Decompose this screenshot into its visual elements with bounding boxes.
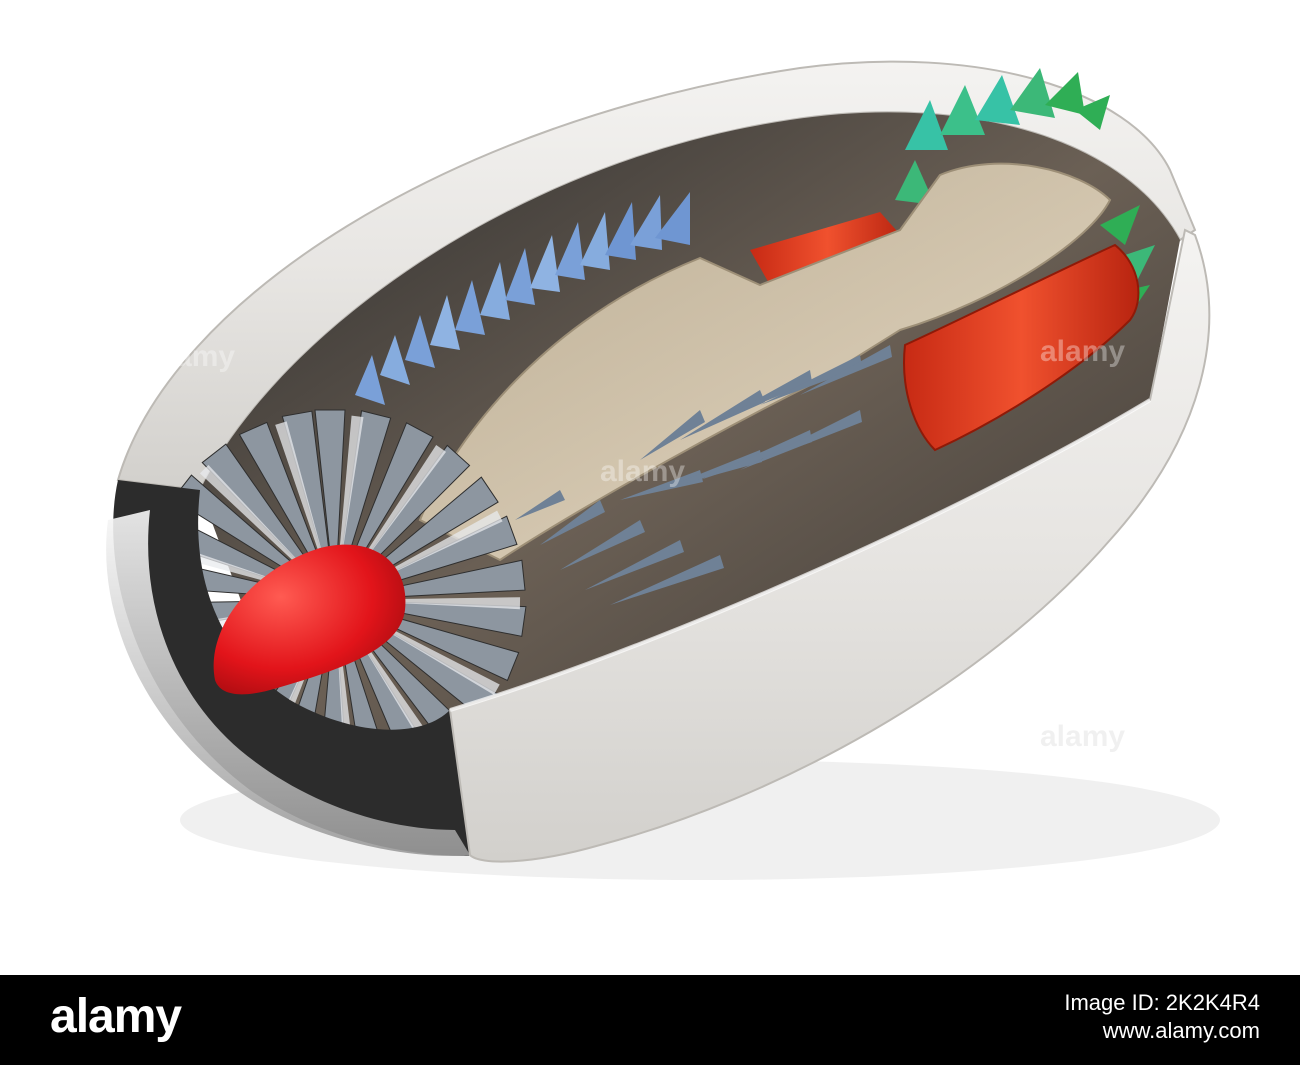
jet-engine-illustration: alamy alamy alamy alamy [106, 60, 1220, 880]
high-pressure-compressor [515, 345, 892, 605]
combustion-chamber [903, 243, 1140, 452]
site-url-text: www.alamy.com [1102, 1017, 1260, 1043]
engine-core-casing [418, 162, 1112, 562]
brand-logo: alamy [50, 990, 182, 1043]
intake-cowl [113, 480, 480, 856]
image-id-text: Image ID: 2K2K4R4 [1064, 990, 1260, 1015]
low-pressure-compressor [355, 192, 690, 405]
combustion-liner-upper [750, 212, 905, 285]
spinner-nose-cone [213, 544, 406, 695]
image-meta: Image ID: 2K2K4R4 www.alamy.com [1064, 989, 1260, 1044]
jet-engine-cutaway [106, 60, 1220, 880]
intake-lip [106, 510, 471, 856]
cut-edge [449, 398, 1152, 712]
stock-footer-bar: alamy Image ID: 2K2K4R4 www.alamy.com [0, 975, 1300, 1065]
